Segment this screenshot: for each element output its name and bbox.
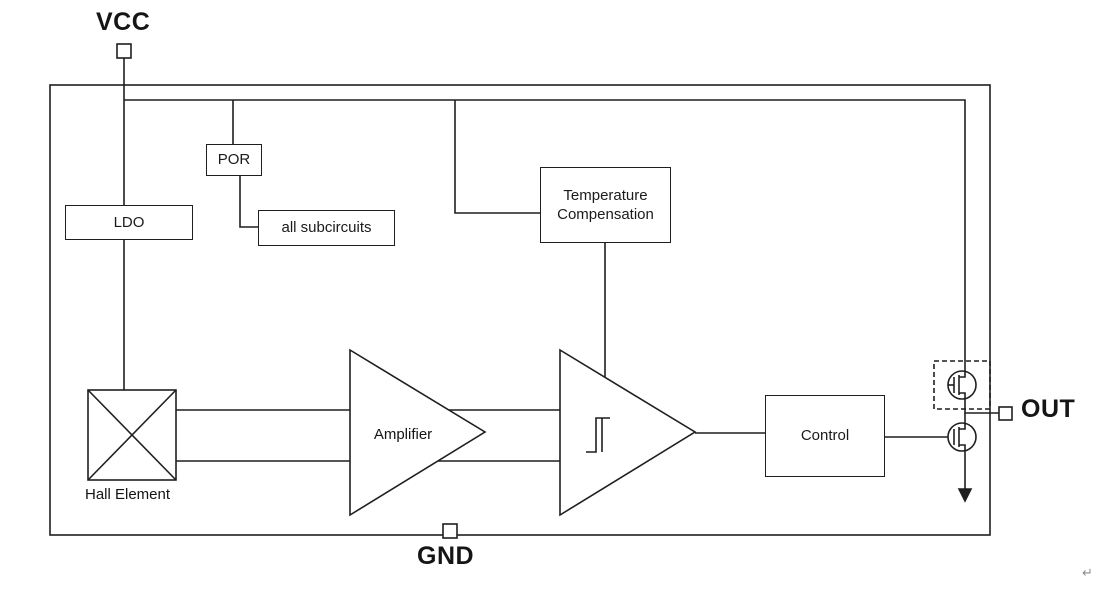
gnd-pin-label: GND	[417, 542, 475, 570]
control-block: Control	[765, 395, 885, 477]
mosfet-icon-bottom	[947, 422, 977, 452]
ldo-block: LDO	[65, 205, 193, 240]
schmitt-hysteresis-icon	[586, 417, 610, 453]
amplifier-label: Amplifier	[373, 426, 433, 443]
amplifier-triangle	[349, 348, 487, 517]
return-mark: ↵	[1082, 565, 1093, 580]
chip-boundary	[49, 84, 991, 536]
vcc-pad	[116, 43, 132, 59]
optional-pullup-dashed-box	[933, 360, 991, 410]
all-subcircuits-block: all subcircuits	[258, 210, 395, 246]
mosfet-icon-top	[947, 370, 977, 400]
wire-rail-to-tempcomp	[454, 100, 540, 214]
wire-vcc-rail	[124, 99, 966, 371]
vcc-pin-label: VCC	[96, 8, 151, 36]
temperature-compensation-block: Temperature Compensation	[540, 167, 671, 243]
por-block: POR	[206, 144, 262, 176]
schmitt-trigger-triangle	[559, 348, 697, 517]
gnd-pad	[442, 523, 458, 539]
out-pin-label: OUT	[1021, 395, 1076, 423]
wire-por-to-subcircuits	[239, 176, 258, 228]
ground-arrow-icon	[957, 488, 973, 503]
out-pad	[998, 406, 1013, 421]
wire-out-node	[964, 399, 999, 414]
hall-element-symbol	[87, 389, 177, 481]
hall-element-label: Hall Element	[85, 486, 171, 503]
